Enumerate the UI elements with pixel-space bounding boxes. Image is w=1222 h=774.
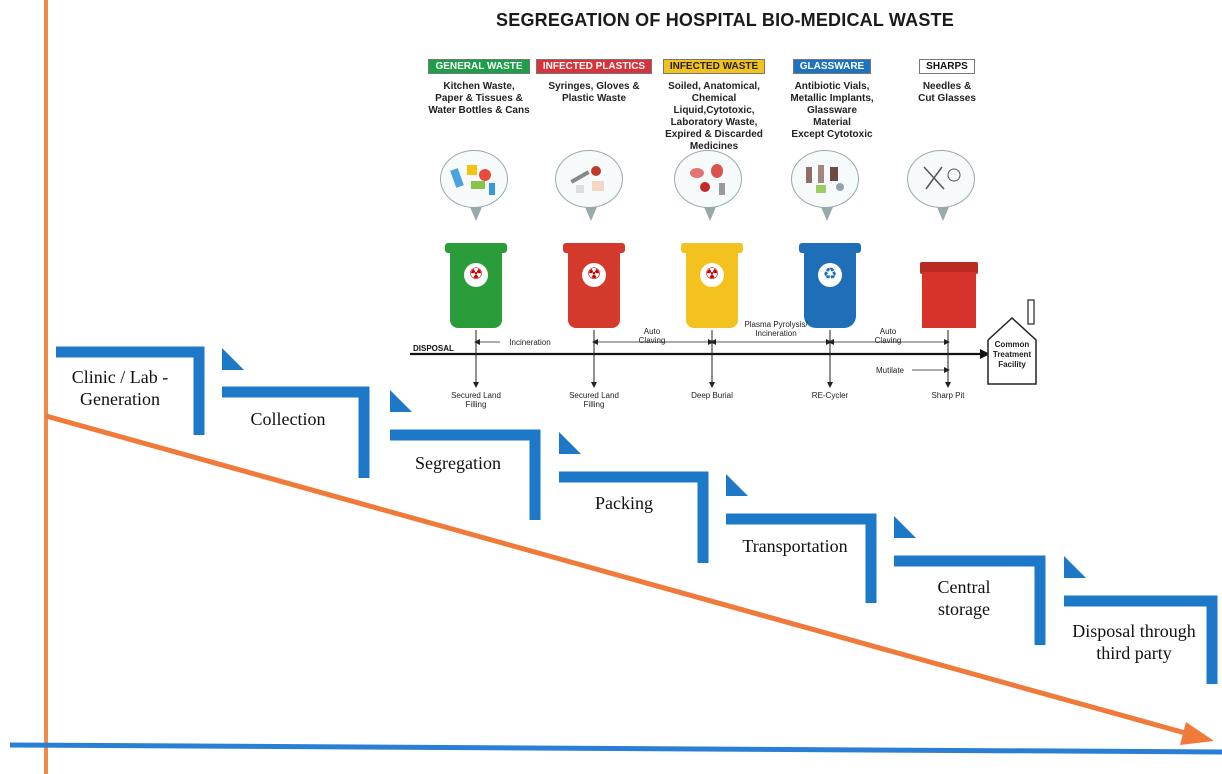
desc-line: Soiled, Anatomical, — [668, 81, 760, 92]
category-description: Antibiotic Vials, Metallic Implants, Gla… — [773, 81, 891, 141]
step-tabs — [222, 348, 1086, 578]
desc-line: Plastic Waste — [561, 93, 627, 104]
general-waste-items-icon — [450, 165, 495, 195]
category-description: Soiled, Anatomical, Chemical Liquid,Cyto… — [652, 81, 776, 153]
step-packing: Packing — [595, 493, 653, 513]
category-infected-plastics: INFECTED PLASTICS Syringes, Gloves & Pla… — [535, 56, 653, 105]
infected-waste-bubble — [674, 150, 742, 221]
trend-arrowhead — [1180, 722, 1214, 745]
diagram-title: SEGREGATION OF HOSPITAL BIO-MEDICAL WAST… — [496, 10, 954, 30]
glassware-bubble — [791, 150, 859, 221]
step-transportation: Transportation — [742, 536, 848, 556]
desc-line: Glassware — [806, 105, 858, 116]
desc-line: Kitchen Waste, — [443, 81, 515, 92]
category-infected-waste: INFECTED WASTE Soiled, Anatomical, Chemi… — [652, 56, 776, 153]
infected-plastics-bubble — [555, 150, 623, 221]
destination-land-filling: Secured Land Filling — [569, 391, 619, 409]
category-label: GENERAL WASTE — [428, 59, 530, 74]
desc-line: Needles & — [922, 81, 972, 92]
horizontal-axis — [9, 742, 1222, 755]
common-treatment-facility-label: Common Treatment Facility — [992, 340, 1032, 369]
desc-line: Paper & Tissues & — [435, 93, 523, 104]
staircase-steps — [56, 346, 1218, 684]
sharps-bubble — [907, 150, 975, 221]
category-sharps: SHARPS Needles & Cut Glasses — [888, 56, 1006, 105]
method-plasma-pyrolysis: Plasma Pyrolysis/ Incineration — [744, 320, 808, 338]
method-auto-claving: Auto Claving — [874, 327, 902, 345]
category-description: Kitchen Waste, Paper & Tissues & Water B… — [420, 81, 538, 117]
desc-line: Cut Glasses — [918, 93, 976, 104]
desc-line: Except Cytotoxic — [791, 129, 873, 140]
step-segregation: Segregation — [415, 453, 501, 473]
step-generation: Clinic / Lab - Generation — [71, 367, 169, 409]
destination-sharp-pit: Sharp Pit — [931, 391, 965, 400]
anatomical-waste-icon — [690, 164, 725, 195]
category-label: SHARPS — [919, 59, 975, 74]
step-collection: Collection — [250, 409, 326, 429]
method-auto-claving: Auto Claving — [638, 327, 666, 345]
desc-line: Material — [813, 117, 851, 128]
destination-recycler: RE-Cycler — [811, 391, 849, 400]
syringe-gloves-icon — [570, 166, 604, 193]
category-description: Needles & Cut Glasses — [888, 81, 1006, 105]
desc-line: Metallic Implants, — [790, 93, 874, 104]
method-mutilate: Mutilate — [875, 366, 904, 375]
step-central-storage: Central storage — [937, 577, 991, 619]
category-description: Syringes, Gloves & Plastic Waste — [535, 81, 653, 105]
category-general-waste: GENERAL WASTE Kitchen Waste, Paper & Tis… — [420, 56, 538, 117]
category-glassware: GLASSWARE Antibiotic Vials, Metallic Imp… — [773, 56, 891, 141]
category-label: GLASSWARE — [792, 59, 872, 74]
desc-line: Medicines — [689, 141, 739, 152]
needles-icon — [923, 166, 961, 190]
general-waste-bubble — [440, 150, 508, 221]
desc-line: Syringes, Gloves & — [548, 81, 640, 92]
desc-line: Chemical Liquid,Cytotoxic, — [673, 93, 755, 116]
category-label: INFECTED WASTE — [662, 59, 766, 74]
desc-line: Water Bottles & Cans — [428, 105, 530, 116]
disposal-label: DISPOSAL — [413, 344, 454, 353]
destination-deep-burial: Deep Burial — [691, 391, 733, 400]
category-label: INFECTED PLASTICS — [535, 59, 653, 74]
trend-arrow — [45, 413, 1197, 739]
glass-vials-icon — [806, 165, 844, 193]
destination-land-filling: Secured Land Filling — [451, 391, 501, 409]
desc-line: Antibiotic Vials, — [794, 81, 870, 92]
desc-line: Expired & Discarded — [665, 129, 763, 140]
desc-line: Laboratory Waste, — [670, 117, 758, 128]
step-disposal: Disposal through third party — [1072, 621, 1196, 663]
method-incineration: Incineration — [500, 338, 560, 347]
